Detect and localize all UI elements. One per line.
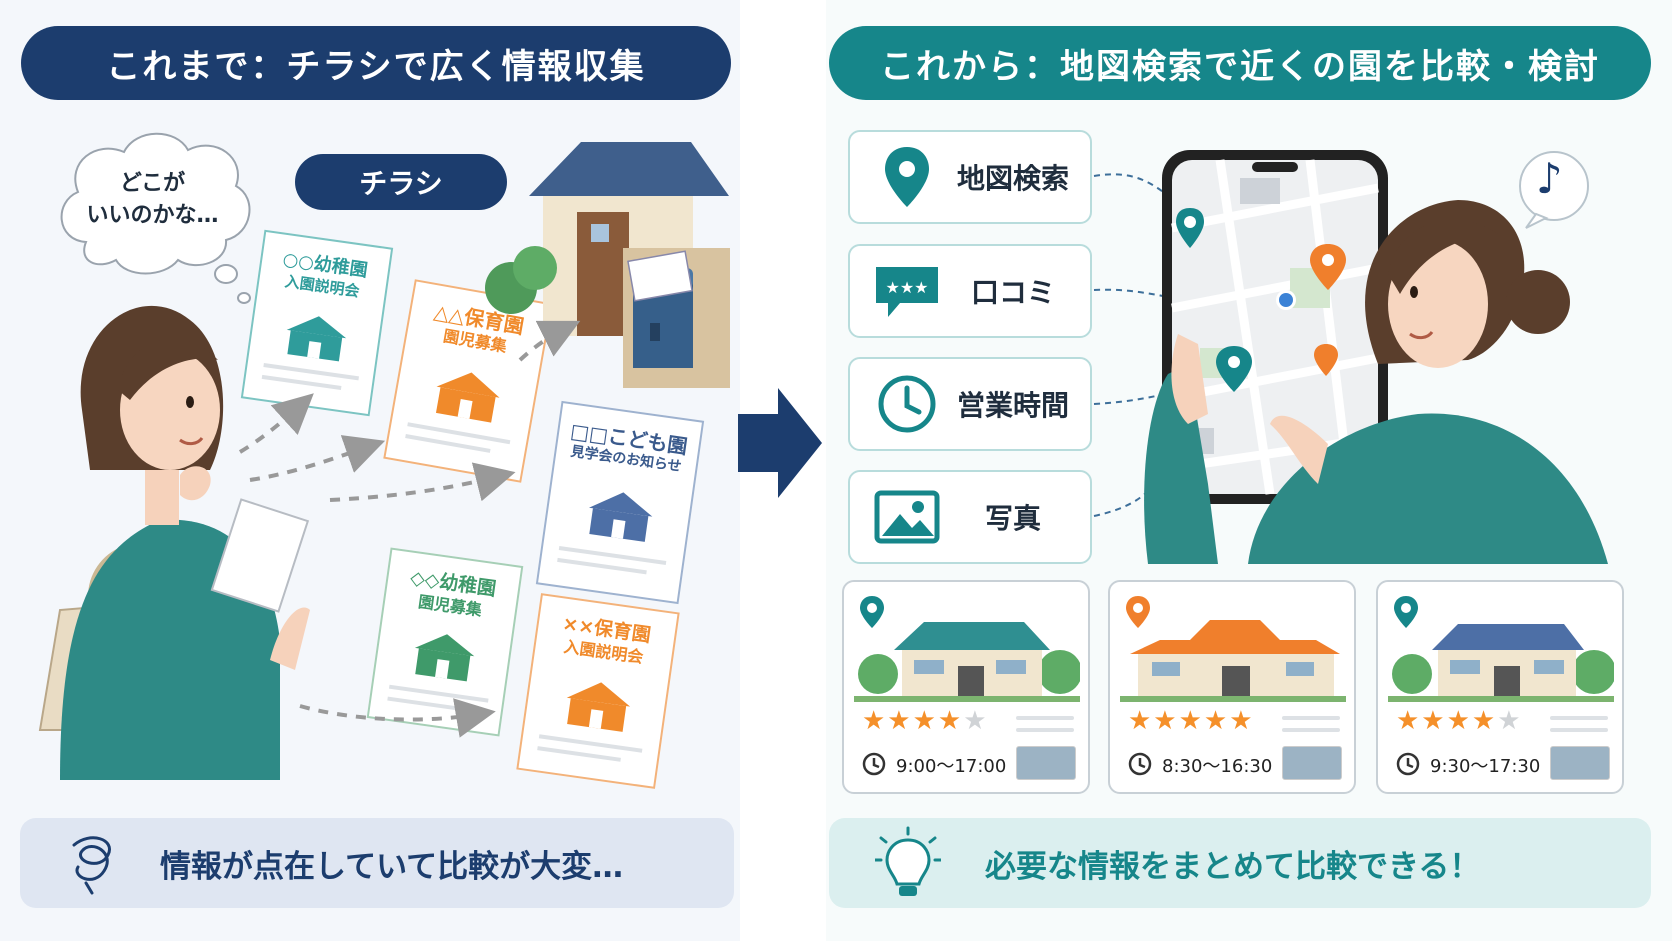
flyer-2: △△保育園 園児募集 (383, 279, 553, 483)
flyer-1: ○○幼稚園 入園説明会 (240, 229, 394, 417)
right-header: これから：地図検索で近くの園を比較・検討 (829, 26, 1651, 100)
feature-label: 営業時間 (956, 389, 1069, 422)
feature-hours: 営業時間 (848, 357, 1092, 451)
photo-thumbnail (1282, 746, 1342, 780)
feature-label: 写真 (984, 502, 1041, 535)
svg-text:★★★: ★★★ (885, 278, 928, 297)
feature-label: 口コミ (970, 276, 1055, 309)
map-pin-icon (860, 596, 884, 628)
building-illustration (1388, 624, 1614, 702)
school-icon (588, 492, 653, 542)
opening-hours: 9:30〜17:30 (1430, 756, 1541, 777)
music-note-icon: ♪ (1536, 154, 1563, 203)
feature-photos: 写真 (848, 470, 1092, 564)
left-header: これまで：チラシで広く情報収集 (21, 26, 731, 100)
rating-stars: ★★★★★ (1128, 706, 1255, 736)
music-bubble (1519, 151, 1589, 229)
opening-hours: 8:30〜16:30 (1162, 756, 1273, 777)
rating-stars: ★★★★★ (1396, 706, 1523, 736)
rating-stars: ★★★★★ (862, 706, 989, 736)
kindergarten-card-2: ★★★★★ 8:30〜16:30 (1108, 580, 1356, 794)
kindergarten-card-1: ★★★★★ 9:00〜17:00 (842, 580, 1090, 794)
flyer-4: ◇◇幼稚園 園児募集 (366, 547, 524, 737)
parent-illustration-right (1144, 200, 1608, 564)
house-mailbox-illustration (485, 142, 730, 388)
confusion-swirl-icon (72, 836, 111, 895)
clock-icon (1396, 752, 1420, 776)
thought-line-1: どこが (119, 171, 186, 196)
feature-map-search: 地図検索 (848, 130, 1092, 224)
flyer-tag: チラシ (295, 154, 507, 210)
school-icon (435, 372, 500, 423)
flyer-5: ××保育園 入園説明会 (516, 593, 680, 789)
lightbulb-icon (875, 826, 941, 896)
right-summary-bar: 必要な情報をまとめて比較できる！ (829, 818, 1651, 908)
review-bubble-icon: ★★★ (870, 254, 944, 328)
photo-thumbnail (1016, 746, 1076, 780)
tablet-map (1162, 150, 1388, 504)
left-summary-text: 情報が点在していて比較が大変… (160, 848, 624, 885)
parent-illustration-left (38, 305, 310, 780)
right-summary-text: 必要な情報をまとめて比較できる！ (985, 848, 1481, 885)
building-illustration (1120, 620, 1346, 702)
school-icon (414, 634, 475, 682)
flyer-3: □□こども園 見学会のお知らせ (535, 400, 705, 605)
clock-icon (1128, 752, 1152, 776)
school-icon (286, 316, 347, 362)
thought-line-2: いいのかな… (86, 202, 219, 228)
kindergarten-card-3: ★★★★★ 9:30〜17:30 (1376, 580, 1624, 794)
left-summary-bar: 情報が点在していて比較が大変… (20, 818, 734, 908)
building-illustration (854, 622, 1080, 702)
map-pin-icon (1394, 596, 1418, 628)
feature-reviews: ★★★ 口コミ (848, 244, 1092, 338)
clock-icon (870, 367, 944, 441)
photo-icon (870, 480, 944, 554)
transition-arrow-icon (738, 388, 822, 498)
dashed-arrows (238, 320, 581, 738)
thought-bubble (60, 132, 251, 304)
school-icon (566, 682, 631, 732)
opening-hours: 9:00〜17:00 (896, 756, 1007, 777)
photo-thumbnail (1550, 746, 1610, 780)
feature-connectors (1093, 173, 1203, 517)
thought-text: どこが いいのかな… (70, 168, 235, 232)
map-pin-icon (1126, 596, 1150, 628)
map-pin-icon (870, 140, 944, 214)
feature-label: 地図検索 (956, 162, 1069, 195)
clock-icon (862, 752, 886, 776)
